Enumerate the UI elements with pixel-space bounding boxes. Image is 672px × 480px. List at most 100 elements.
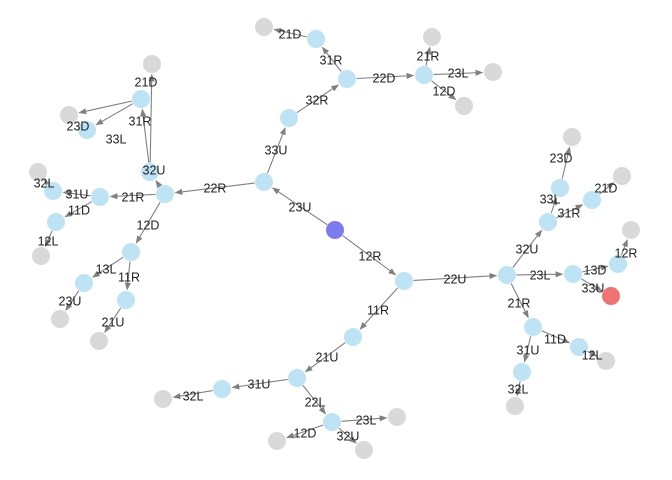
frontier-node: [32, 247, 50, 265]
frontier-node: [388, 408, 406, 426]
edge-arrow: [273, 27, 307, 38]
frontier-node: [29, 163, 47, 181]
edge-label: 32U: [337, 429, 360, 443]
visited-node: [564, 265, 582, 283]
visited-node: [75, 274, 93, 292]
visited-node: [583, 191, 601, 209]
visited-node: [132, 90, 150, 108]
frontier-node: [355, 441, 373, 459]
edge-arrow: [174, 182, 255, 195]
edge-arrow: [44, 179, 52, 188]
edge-label: 11D: [544, 332, 566, 346]
edge-arrow: [580, 278, 603, 292]
edge-label: 12L: [582, 348, 603, 362]
goal-node: [602, 287, 620, 305]
edge-label: 21U: [102, 315, 125, 329]
nodes-layer: [29, 18, 640, 459]
edge-label: 21R: [417, 49, 440, 63]
edges-layer: [44, 27, 628, 444]
edge-label: 31R: [129, 114, 152, 128]
edge-label: 21D: [135, 75, 158, 89]
visited-node: [551, 179, 569, 197]
visited-node: [91, 188, 109, 206]
edge-label: 31U: [248, 377, 271, 391]
edge-arrow: [587, 350, 598, 357]
edge-label: 21U: [316, 350, 339, 364]
edge-label: 32U: [143, 163, 166, 177]
edge-label: 32U: [516, 242, 539, 256]
frontier-node: [484, 63, 502, 81]
edge-label: 21R: [508, 296, 531, 310]
visited-node: [255, 173, 273, 191]
edge-arrow: [556, 204, 584, 219]
edge-arrow: [65, 290, 80, 311]
edge-label: 33L: [540, 192, 561, 206]
edge-arrow: [172, 390, 213, 400]
edge-arrow: [266, 127, 286, 174]
frontier-node: [455, 97, 473, 115]
edge-arrow: [272, 187, 328, 226]
edge-arrow: [92, 256, 124, 278]
edge-label: 11R: [367, 303, 389, 317]
visited-node: [78, 121, 96, 139]
frontier-node: [268, 432, 286, 450]
edge-label: 23L: [356, 413, 377, 427]
frontier-node: [506, 397, 524, 415]
edge-label: 22U: [444, 272, 467, 286]
edge-arrow: [541, 330, 571, 344]
edge-arrow: [359, 287, 399, 330]
edge-arrow: [140, 108, 150, 163]
edge-label: 21D: [595, 181, 618, 195]
edge-arrow: [109, 193, 156, 200]
edge-label: 21R: [122, 190, 145, 204]
edge-arrow: [413, 272, 498, 281]
visited-node: [395, 272, 413, 290]
edge-arrow: [286, 424, 324, 439]
edge-label: 22R: [204, 181, 227, 195]
edge-arrow: [515, 381, 522, 397]
visited-node: [609, 255, 627, 273]
edge-label: 13L: [96, 262, 117, 276]
visited-node: [307, 30, 325, 48]
edge-label: 32L: [34, 176, 55, 190]
edge-arrow: [425, 46, 432, 66]
edge-label: 31R: [320, 53, 343, 67]
edge-label: 33L: [106, 132, 127, 146]
edge-arrow: [341, 415, 388, 422]
visited-node: [122, 243, 140, 261]
edge-label: 12D: [294, 426, 317, 440]
visited-node: [117, 291, 135, 309]
edge-arrow: [44, 230, 53, 248]
edge-arrow: [431, 80, 457, 101]
edge-label: 13D: [584, 263, 607, 277]
edge-arrow: [124, 261, 131, 291]
edge-label: 23U: [59, 294, 82, 308]
edge-arrow: [356, 72, 415, 80]
edge-arrow: [104, 307, 122, 333]
edge-label: 11D: [68, 203, 90, 217]
visited-node: [415, 66, 433, 84]
visited-node: [570, 338, 588, 356]
edge-label: 32R: [306, 93, 329, 107]
edge-arrow: [620, 239, 628, 256]
edge-label: 31U: [66, 187, 89, 201]
edge-arrow: [338, 427, 357, 444]
visited-node: [513, 363, 531, 381]
visited-node: [156, 185, 174, 203]
edge-label: 12L: [38, 234, 59, 248]
edge-label: 23D: [550, 151, 573, 165]
edge-arrow: [296, 84, 339, 114]
edge-arrow: [599, 182, 615, 195]
frontier-node: [597, 352, 615, 370]
edge-label: 22L: [305, 395, 326, 409]
edge-label: 33U: [265, 143, 288, 157]
edge-arrow: [78, 100, 132, 115]
visited-node: [498, 266, 516, 284]
edge-arrow: [523, 336, 532, 363]
edge-label: 21D: [279, 27, 302, 41]
frontier-node: [423, 28, 441, 46]
edge-arrow: [512, 229, 543, 268]
visited-node: [47, 213, 65, 231]
